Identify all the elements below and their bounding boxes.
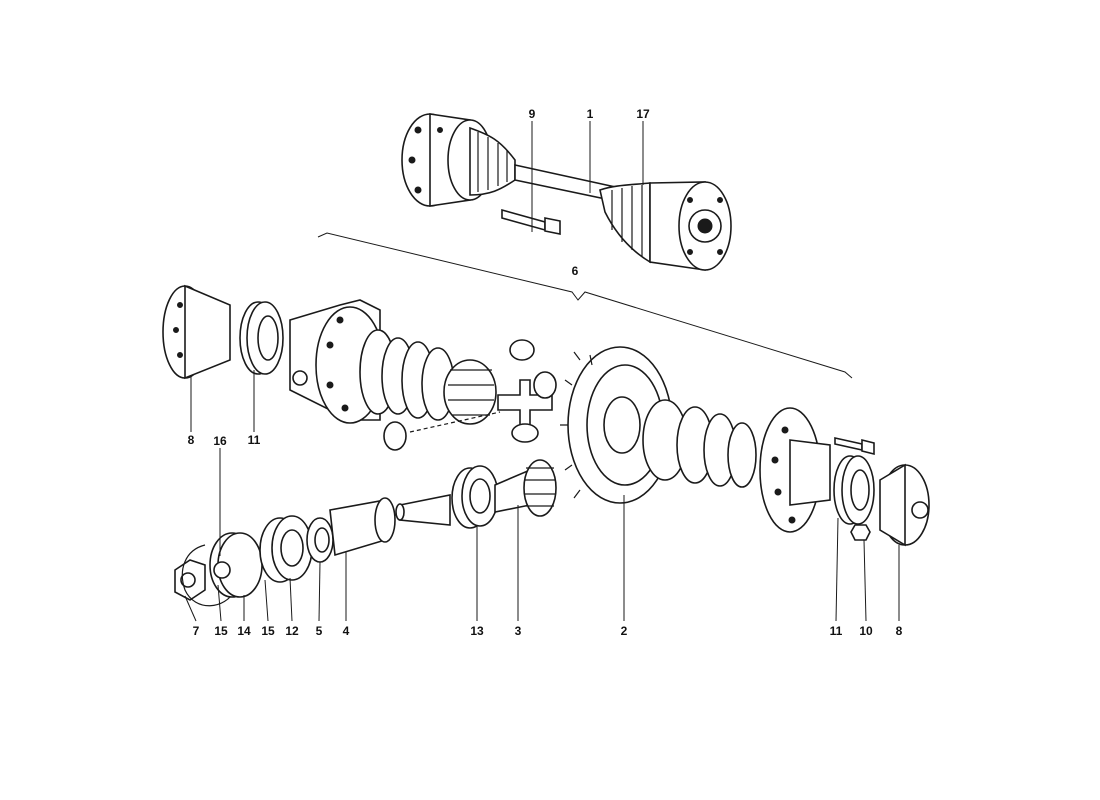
pinion-shaft-assembly [174,459,557,607]
callout-11-right: 11 [830,624,843,638]
differential-assembly [162,284,930,547]
callout-11-left: 11 [248,433,261,447]
callout-8-left: 8 [188,433,195,447]
drive-shaft-assembly [401,113,732,271]
callout-2: 2 [621,624,628,638]
group-bracket [317,232,853,379]
callout-15-left: 15 [214,624,228,638]
callout-5: 5 [316,624,323,638]
callout-7: 7 [193,624,200,638]
callout-15-right: 15 [261,624,275,638]
callout-4: 4 [343,624,350,638]
callout-1: 1 [587,107,594,121]
leader-lines [184,121,900,622]
callout-10: 10 [859,624,873,638]
callout-14: 14 [237,624,251,638]
callout-3: 3 [515,624,522,638]
callout-labels: 9 1 17 6 8 11 16 7 15 14 15 12 5 4 13 3 … [188,107,903,638]
callout-8-right: 8 [896,624,903,638]
callout-13: 13 [470,624,484,638]
callout-9: 9 [529,107,536,121]
callout-6: 6 [572,264,579,278]
callout-12: 12 [285,624,299,638]
callout-16: 16 [213,434,227,448]
callout-17: 17 [636,107,650,121]
